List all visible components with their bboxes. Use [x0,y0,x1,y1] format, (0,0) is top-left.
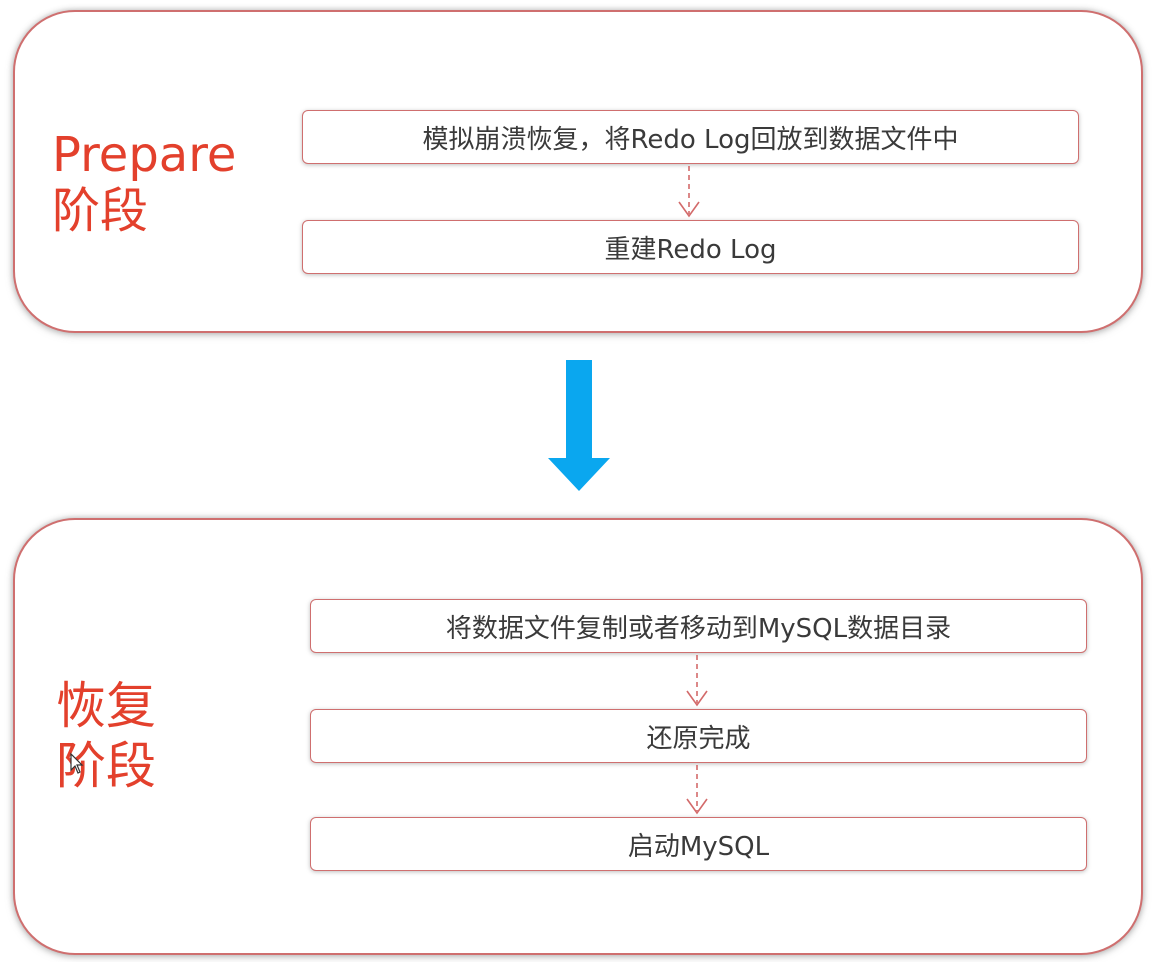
step-label: 模拟崩溃恢复，将Redo Log回放到数据文件中 [422,124,959,155]
restore-phase-title: 恢复 阶段 [56,676,156,796]
step-label: 启动MySQL [627,831,770,862]
restore-step-restore-complete: 还原完成 [310,709,1087,763]
prepare-phase-title-line2: 阶段 [52,182,149,239]
dashed-arrow-restore-1 [686,655,708,707]
restore-step-start-mysql: 启动MySQL [310,817,1087,871]
dashed-arrow-restore-2 [686,765,708,815]
prepare-phase-title: Prepare 阶段 [52,127,237,239]
prepare-step-replay-redo-log: 模拟崩溃恢复，将Redo Log回放到数据文件中 [302,110,1079,164]
step-label: 还原完成 [646,723,751,754]
step-label: 重建Redo Log [604,234,777,265]
step-label: 将数据文件复制或者移动到MySQL数据目录 [445,613,952,644]
prepare-step-rebuild-redo-log: 重建Redo Log [302,220,1079,274]
prepare-phase-panel [13,10,1143,333]
dashed-arrow-prepare-1 [678,166,700,218]
restore-phase-title-line1: 恢复 [56,677,156,735]
restore-step-copy-data-files: 将数据文件复制或者移动到MySQL数据目录 [310,599,1087,653]
mouse-pointer-icon [70,752,84,774]
phase-transition-arrow-icon [548,360,610,491]
prepare-phase-title-line1: Prepare [52,127,237,183]
